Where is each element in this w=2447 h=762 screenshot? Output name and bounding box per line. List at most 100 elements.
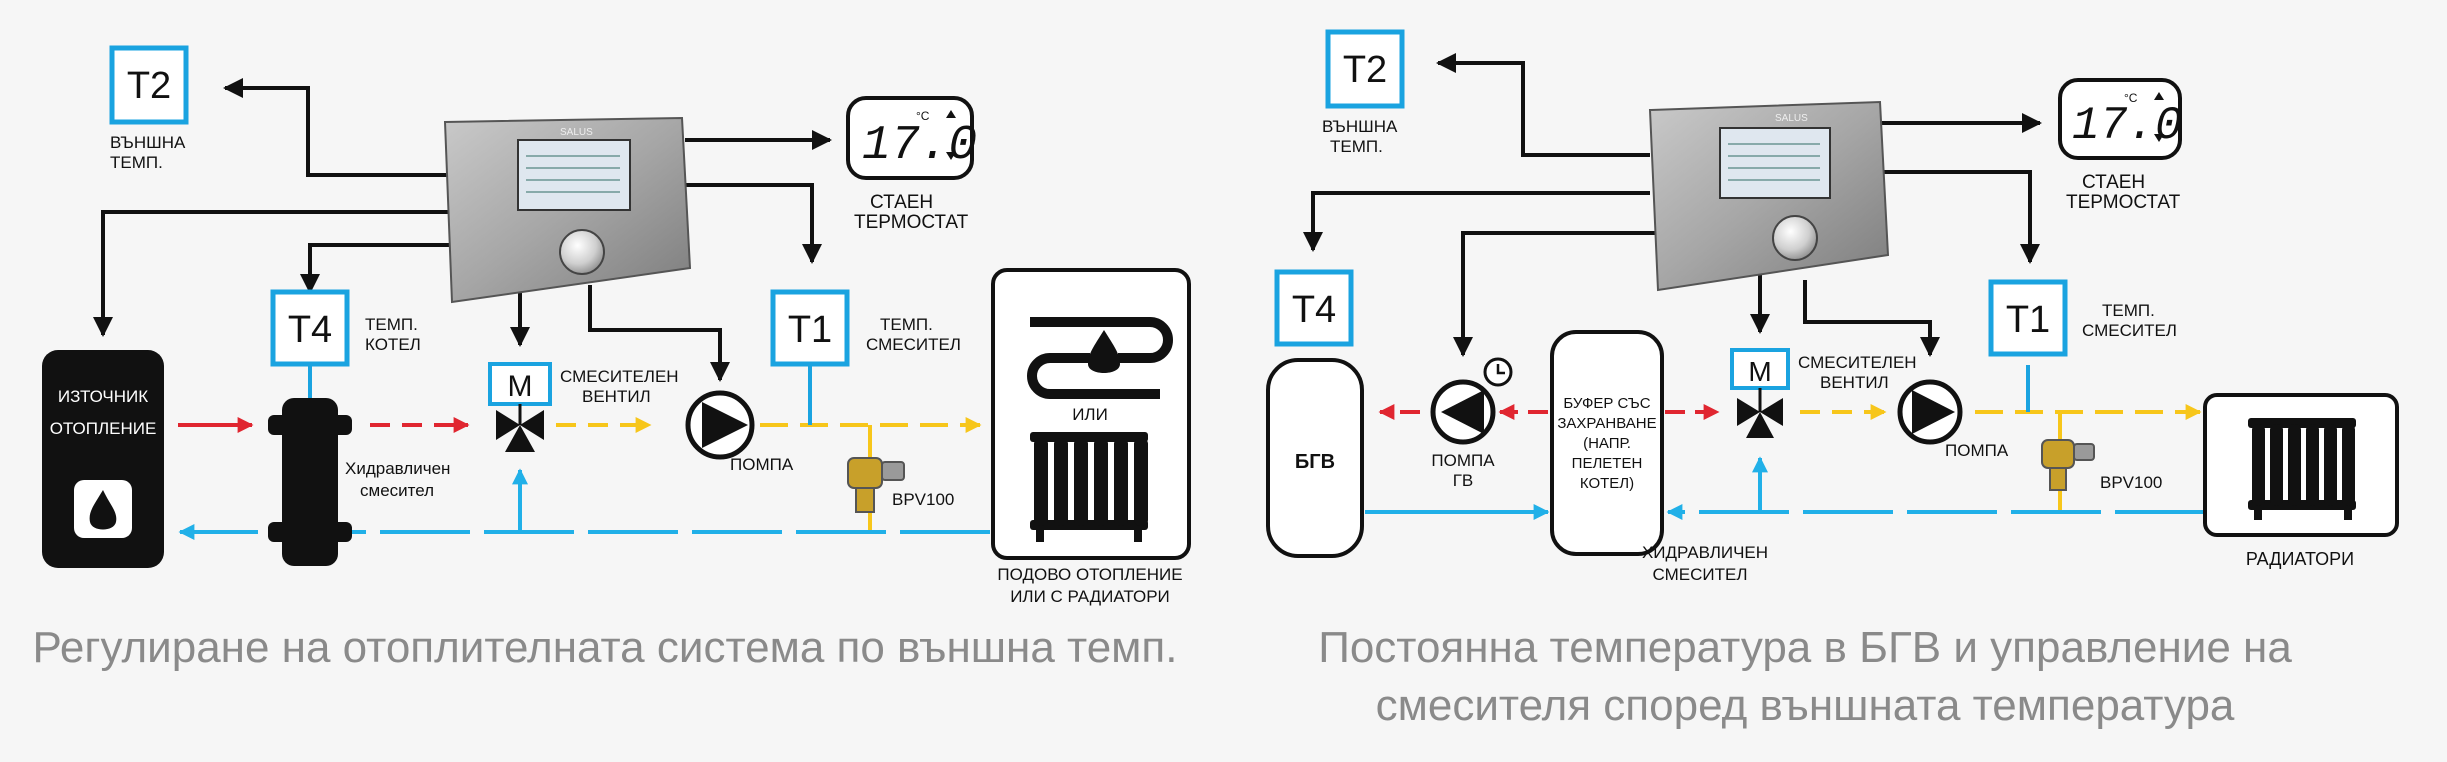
right-controller-knob (1772, 215, 1818, 261)
signal-line-to-t2-right (1436, 53, 1650, 157)
right-bpv100-valve-icon (2041, 439, 2095, 491)
left-thermostat-caption-1: СТАЕН (870, 192, 933, 213)
left-t1-sensor (770, 289, 850, 367)
right-t2-caption-1: ВЪНШНА (1322, 117, 1398, 136)
left-t2-caption-1: ВЪНШНА (110, 133, 186, 152)
signal-line-to-t1-right (1880, 170, 2040, 264)
left-diagram: T2 ВЪНШНА ТЕМП. SALUS 17.0 °C СТАЕН ТЕРМ… (42, 45, 1191, 606)
signal-line-to-t1 (685, 183, 822, 264)
left-t1-label: T1 (788, 309, 832, 351)
signal-line-to-pump-right (1803, 280, 1940, 357)
right-hydraulic-caption-1: ХИДРАВЛИЧЕН (1642, 543, 1768, 562)
right-buffer-label-3: (НАПР. (1583, 435, 1631, 452)
right-buffer-tank (1550, 330, 1664, 556)
left-t2-sensor (109, 45, 189, 125)
left-thermostat-down-icon (946, 152, 956, 160)
right-t4-sensor (1274, 269, 1354, 347)
signal-line-to-t4 (300, 243, 460, 294)
right-radiators-caption: РАДИАТОРИ (2246, 549, 2354, 569)
left-flame-icon (89, 490, 117, 530)
left-heat-source-body (42, 350, 164, 568)
left-valve-label: M (508, 370, 533, 403)
left-bpv100-caption: BPV100 (892, 490, 954, 509)
right-controller-screen (1719, 127, 1831, 199)
right-t2-caption-2: ТЕМП. (1330, 137, 1383, 156)
left-valve-caption-2: ВЕНТИЛ (582, 387, 651, 406)
right-t1-sensor (1988, 279, 2068, 357)
left-heat-source-label-1: ИЗТОЧНИК (58, 387, 148, 406)
left-t2-label: T2 (127, 65, 171, 107)
left-t4-sensor (270, 289, 350, 367)
right-pump-caption: ПОМПА (1945, 441, 2009, 460)
right-valve-motor (1730, 348, 1790, 390)
left-thermostat-up-icon (946, 110, 956, 118)
right-controller: SALUS (1648, 100, 1890, 292)
left-pump-icon (702, 402, 748, 448)
right-hydraulic-caption-2: СМЕСИТЕЛ (1653, 565, 1748, 584)
floor-heating-icon (1027, 317, 1173, 399)
left-bpv100-valve-icon (847, 457, 905, 513)
right-dhw-tank-label: БГВ (1295, 451, 1335, 473)
left-thermostat-value: 17.0 (862, 119, 977, 173)
left-load-caption-1: ПОДОВО ОТОПЛЕНИЕ (997, 565, 1182, 584)
right-pump-gv-caption-1: ПОМПА (1431, 451, 1495, 470)
right-pipes (1365, 365, 2205, 520)
left-t4-caption-1: ТЕМП. (365, 315, 418, 334)
right-thermostat-down-icon (2154, 134, 2164, 142)
right-thermostat-body (2058, 78, 2182, 160)
left-thermostat: 17.0 °C (846, 96, 977, 180)
left-heat-source: ИЗТОЧНИК ОТОПЛЕНИЕ (42, 350, 164, 568)
right-valve-caption-2: ВЕНТИЛ (1820, 373, 1889, 392)
right-thermostat-caption-1: СТАЕН (2082, 172, 2145, 193)
right-pump-gv-icon (1441, 390, 1484, 434)
left-valve-motor (488, 362, 552, 406)
left-t1-caption-2: СМЕСИТЕЛ (866, 335, 961, 354)
left-hydraulic-separator (268, 398, 352, 566)
left-thermostat-caption-2: ТЕРМОСТАТ (854, 212, 969, 233)
left-load-caption-2: ИЛИ С РАДИАТОРИ (1010, 587, 1170, 606)
signal-line-to-t2 (223, 78, 520, 177)
right-radiator-icon (2248, 418, 2356, 520)
signal-line-to-pump (588, 285, 730, 382)
left-or-label: ИЛИ (1072, 405, 1108, 424)
left-controller-screen (517, 139, 631, 211)
right-thermostat-caption-2: ТЕРМОСТАТ (2066, 192, 2181, 213)
right-diagram: T2 ВЪНШНА ТЕМП. SALUS 17.0 °C СТАЕН ТЕРМ… (1266, 29, 2399, 584)
left-t4-caption-2: КОТЕЛ (365, 335, 421, 354)
right-t1-caption-1: ТЕМП. (2102, 301, 2155, 320)
right-thermostat-value: 17.0 (2072, 100, 2182, 152)
right-buffer-label-1: БУФЕР СЪС (1563, 395, 1650, 412)
right-thermostat-unit: °C (2124, 91, 2138, 105)
right-buffer-label-2: ЗАХРАНВАНЕ (1557, 415, 1656, 432)
left-thermostat-body (846, 96, 974, 180)
left-hydraulic-caption-1: Хидравличен (345, 459, 450, 478)
right-valve-label: M (1748, 356, 1771, 387)
right-t2-label: T2 (1343, 49, 1387, 91)
right-t1-caption-2: СМЕСИТЕЛ (2082, 321, 2177, 340)
left-diagram-title: Регулиране на отоплителната система по в… (32, 623, 1178, 672)
left-thermostat-unit: °C (916, 109, 930, 123)
right-valve-icon (1737, 398, 1783, 438)
right-signal-lines (1303, 53, 2042, 357)
right-buffer-label-4: ПЕЛЕТЕН (1572, 455, 1643, 472)
right-dhw-tank (1266, 358, 1364, 558)
left-controller: SALUS (443, 116, 692, 304)
left-hydraulic-caption-2: смесител (360, 481, 434, 500)
signal-line-to-heat-source (93, 210, 460, 337)
right-diagram-title-line-1: Постоянна температура в БГВ и управление… (1318, 623, 2292, 672)
right-thermostat-up-icon (2154, 92, 2164, 100)
left-pump-caption: ПОМПА (730, 455, 794, 474)
right-pump-icon (1912, 390, 1955, 434)
right-t2-sensor (1325, 29, 1405, 109)
left-controller-knob (559, 229, 605, 275)
left-valve-icon (496, 410, 544, 452)
left-t2-caption-2: ТЕМП. (110, 153, 163, 172)
left-t1-caption-1: ТЕМП. (880, 315, 933, 334)
right-buffer-label-5: КОТЕЛ) (1580, 475, 1634, 492)
left-heat-source-label-2: ОТОПЛЕНИЕ (50, 419, 157, 438)
right-t1-label: T1 (2006, 299, 2050, 341)
right-diagram-title-line-2: смесителя според външната температура (1375, 681, 2235, 730)
right-pump-gv-caption-2: ГВ (1453, 471, 1474, 490)
